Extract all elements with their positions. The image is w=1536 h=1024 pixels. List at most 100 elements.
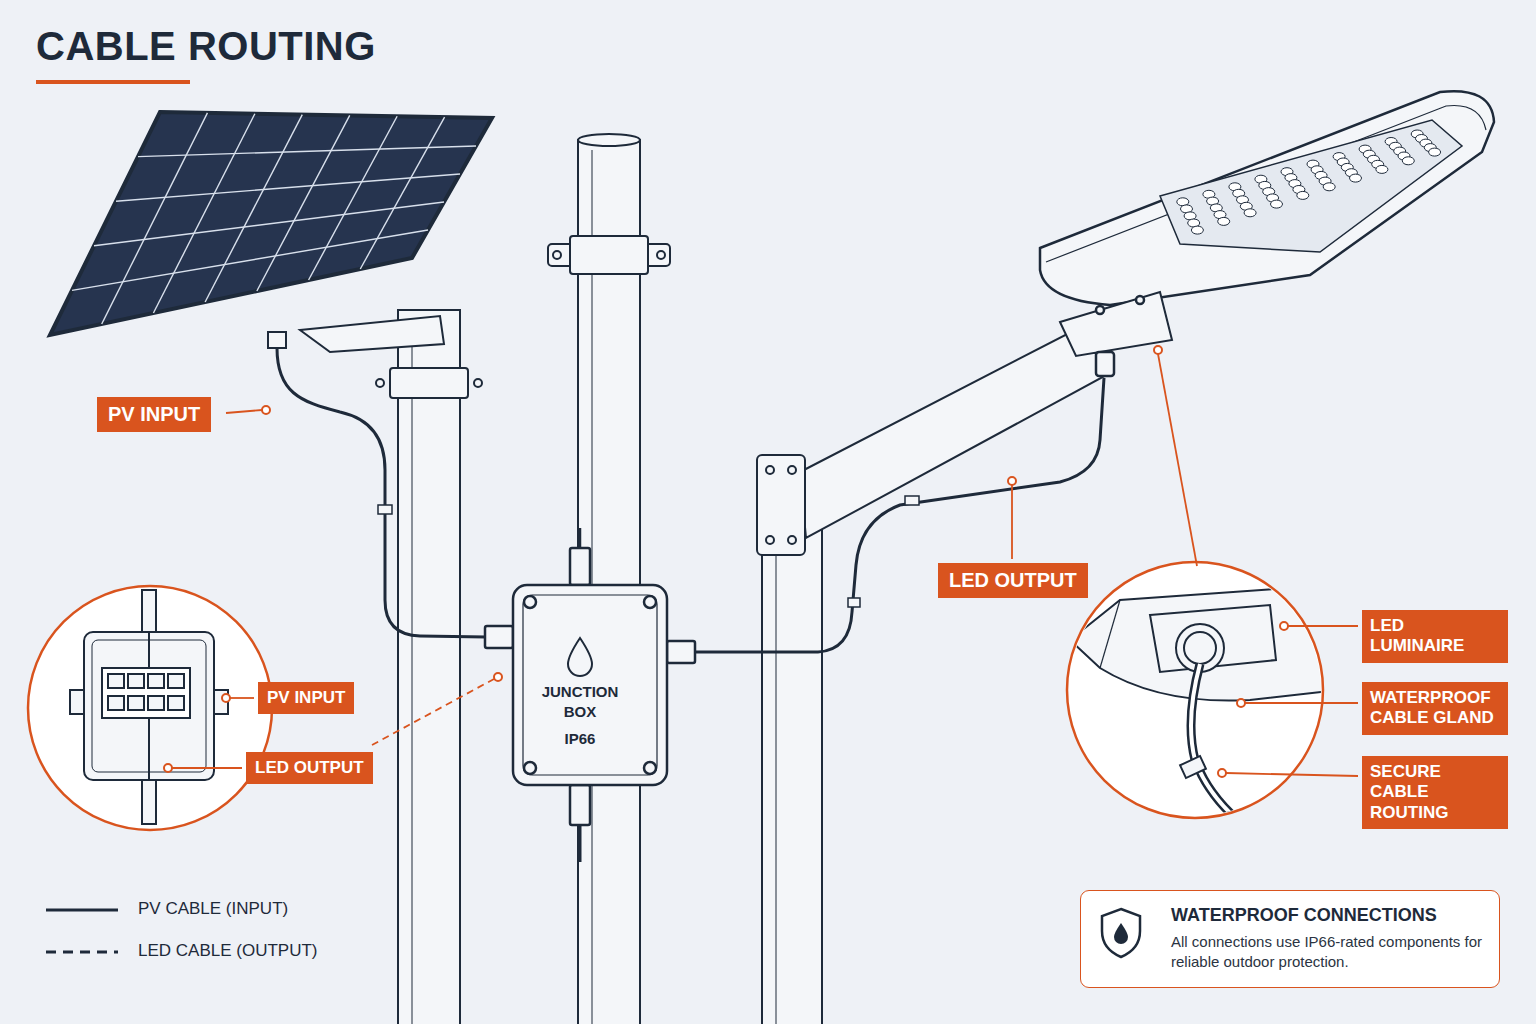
magnifier-gland — [1067, 562, 1340, 830]
magnifier-junction — [142, 590, 156, 632]
diagram-title: CABLE ROUTING — [36, 24, 376, 69]
cable — [848, 598, 860, 607]
panel-pole — [412, 320, 413, 1024]
led-luminaire — [1046, 106, 1486, 263]
led-luminaire — [1244, 209, 1256, 217]
cable — [277, 348, 1104, 862]
leader-line — [226, 410, 262, 413]
magnifier-gland — [1070, 585, 1340, 830]
node-text: PV INPUT — [267, 688, 345, 708]
junction-box — [524, 762, 536, 774]
magnifier-junction — [148, 674, 164, 688]
junction-box — [667, 641, 695, 663]
leader-line — [372, 679, 494, 745]
callout-label: LED LUMINAIRE — [1362, 610, 1508, 663]
led-luminaire — [1191, 226, 1203, 234]
legend-sample — [46, 909, 118, 912]
node-text: LED OUTPUT — [949, 569, 1077, 592]
led-luminaire — [1350, 174, 1362, 182]
callout-label: PV INPUT — [97, 397, 211, 432]
center-pole — [657, 251, 665, 259]
solar-panel — [138, 146, 476, 157]
magnifier-junction — [108, 674, 124, 688]
node-subtext: All connections use IP66-rated component… — [1171, 932, 1485, 973]
legend-text: PV CABLE (INPUT) — [138, 899, 288, 919]
solar-panel — [257, 115, 350, 291]
note-box: WATERPROOF CONNECTIONS All connections us… — [1080, 890, 1500, 988]
led-luminaire — [1402, 157, 1414, 165]
junction-box — [644, 762, 656, 774]
led-luminaire — [1096, 306, 1104, 314]
solar-panel — [153, 114, 254, 313]
magnifier-junction — [28, 586, 272, 830]
led-luminaire — [1429, 148, 1441, 156]
leader-dot — [1280, 622, 1288, 630]
node-subtext: IP66 — [515, 729, 645, 749]
cable — [277, 348, 486, 637]
magnifier-gland — [1191, 664, 1250, 830]
led-luminaire — [1096, 352, 1114, 376]
leader-dot — [222, 694, 230, 702]
center-pole — [548, 134, 670, 1024]
led-luminaire — [1160, 120, 1462, 252]
magnifier-junction — [168, 696, 184, 710]
center-pole — [553, 251, 561, 259]
solar-panel — [50, 112, 492, 335]
magnifier-junction — [108, 696, 124, 710]
magnifier-gland — [1180, 756, 1206, 778]
leader-line — [1245, 702, 1358, 704]
center-pole — [570, 236, 648, 274]
led-luminaire — [1297, 191, 1309, 199]
node-text: SECURE CABLE ROUTING — [1370, 762, 1500, 823]
legend-sample — [46, 910, 118, 952]
magnifier-gland — [1070, 585, 1340, 701]
leader-dot — [164, 346, 1288, 777]
node-text: LED OUTPUT — [255, 758, 364, 778]
magnifier-gland — [1100, 600, 1120, 668]
led-luminaire — [1271, 200, 1283, 208]
luminaire-pole — [766, 466, 774, 474]
junction-box — [644, 596, 656, 608]
magnifier-junction — [148, 718, 150, 780]
solar-panel — [72, 230, 428, 290]
panel-pole — [300, 310, 482, 1024]
solar-panel — [205, 115, 302, 302]
led-luminaire — [1060, 292, 1172, 356]
luminaire-pole — [757, 455, 805, 555]
magnifier-junction — [128, 696, 144, 710]
leader-dot — [164, 764, 172, 772]
luminaire-pole — [800, 330, 1112, 538]
magnifier-junction — [142, 780, 156, 824]
leader-line — [172, 354, 1358, 776]
legend-sample — [46, 951, 118, 954]
callout-label: PV INPUT — [258, 682, 354, 714]
leader-line — [1011, 485, 1013, 559]
luminaire-pole — [776, 540, 777, 1024]
leader-dot — [1218, 769, 1226, 777]
luminaire-pole — [788, 466, 796, 474]
node-text: WATERPROOF CONNECTIONS — [1171, 905, 1485, 926]
leader-line — [1226, 773, 1358, 776]
center-pole — [578, 134, 640, 146]
junction-box — [570, 548, 590, 585]
shield-icon — [1114, 923, 1128, 944]
leader-line — [172, 767, 242, 769]
magnifier-junction — [148, 696, 164, 710]
leader-dot — [494, 673, 502, 681]
solar-panel — [94, 202, 444, 246]
solar-panel — [72, 113, 476, 324]
callout-label: LED OUTPUT — [246, 752, 373, 784]
node-text: LED LUMINAIRE — [1370, 616, 1500, 657]
magnifier-gland — [1150, 605, 1276, 672]
magnifier-junction — [128, 674, 144, 688]
led-luminaire — [1323, 183, 1335, 191]
solar-panel — [50, 112, 492, 348]
magnifier-junction — [148, 632, 150, 668]
junction-box — [485, 528, 695, 825]
solar-panel — [309, 116, 398, 280]
title-underline — [36, 80, 190, 84]
panel-pole — [376, 379, 384, 387]
led-luminaire — [1040, 91, 1494, 305]
magnifier-junction — [84, 632, 214, 780]
